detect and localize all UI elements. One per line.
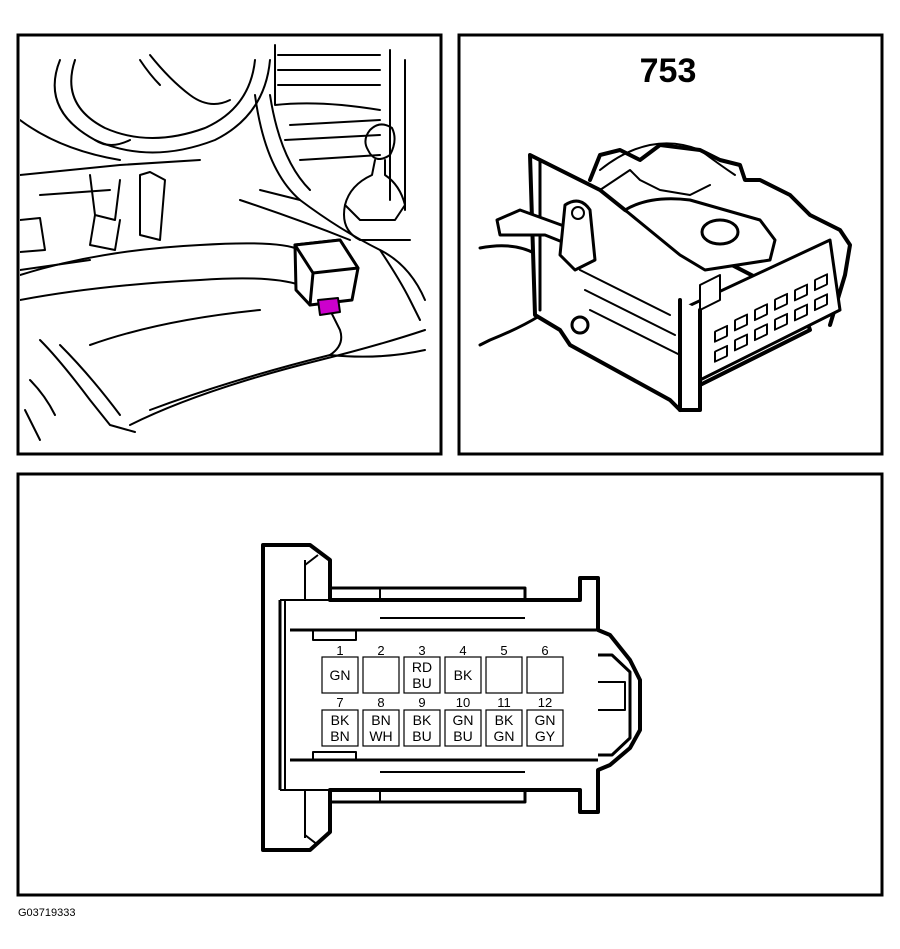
wire-color-code: GY [535, 728, 556, 744]
pin-number: 12 [538, 695, 552, 710]
pin-number: 4 [459, 643, 466, 658]
pin-number: 5 [500, 643, 507, 658]
pin-cavity [485, 709, 523, 747]
pin-cavity [403, 656, 441, 694]
wire-color-code: BU [412, 675, 431, 691]
pin-cell-4: 4BK [444, 643, 482, 694]
highlighted-connector [317, 297, 341, 316]
pedal-area [20, 159, 201, 271]
wire-color-code: GN [453, 712, 474, 728]
wire-color-code: BU [453, 728, 472, 744]
pin-number: 7 [336, 695, 343, 710]
pin-cavity [526, 656, 564, 694]
steering-wheel [53, 54, 271, 154]
pin-cavity [362, 656, 400, 694]
wire-color-code: WH [369, 728, 392, 744]
wire-color-code: RD [412, 659, 432, 675]
pin-number: 2 [377, 643, 384, 658]
pin-number: 9 [418, 695, 425, 710]
wire-color-code: GN [494, 728, 515, 744]
pin-number: 8 [377, 695, 384, 710]
pin-cavities [714, 273, 828, 363]
location-panel [16, 33, 443, 456]
pin-cavity [321, 656, 359, 694]
figure-id: G03719333 [18, 907, 76, 919]
control-module [293, 238, 360, 316]
wire-color-code: BN [330, 728, 349, 744]
pin-cell-5: 5 [485, 643, 523, 694]
connector-outline [261, 543, 642, 852]
connector-isometric-panel: 753 [457, 33, 884, 456]
wire-color-code: BU [412, 728, 431, 744]
dashboard [20, 44, 406, 211]
wire-color-code: BN [371, 712, 390, 728]
wire-color-code: BK [331, 712, 350, 728]
center-console [239, 94, 426, 301]
pin-cell-2: 2 [362, 643, 400, 694]
pin-cell-6: 6 [526, 643, 564, 694]
pin-cavity [403, 709, 441, 747]
seat [20, 242, 426, 441]
pin-number: 6 [541, 643, 548, 658]
wire-color-code: BK [495, 712, 514, 728]
wire-color-code: BK [413, 712, 432, 728]
pin-cavity [485, 656, 523, 694]
wire-color-code: GN [330, 667, 351, 683]
part-number: 753 [640, 52, 697, 90]
pin-number: 11 [497, 695, 511, 710]
wire-color-code: BK [454, 667, 473, 683]
pin-number: 10 [456, 695, 470, 710]
pin-cavity [444, 656, 482, 694]
pin-cavity [526, 709, 564, 747]
pin-cell-1: 1GN [321, 643, 359, 694]
wire-color-code: GN [535, 712, 556, 728]
pin-number: 1 [336, 643, 343, 658]
pin-cavity [362, 709, 400, 747]
pin-cavity [444, 709, 482, 747]
pin-number: 3 [418, 643, 425, 658]
pin-cavity [321, 709, 359, 747]
